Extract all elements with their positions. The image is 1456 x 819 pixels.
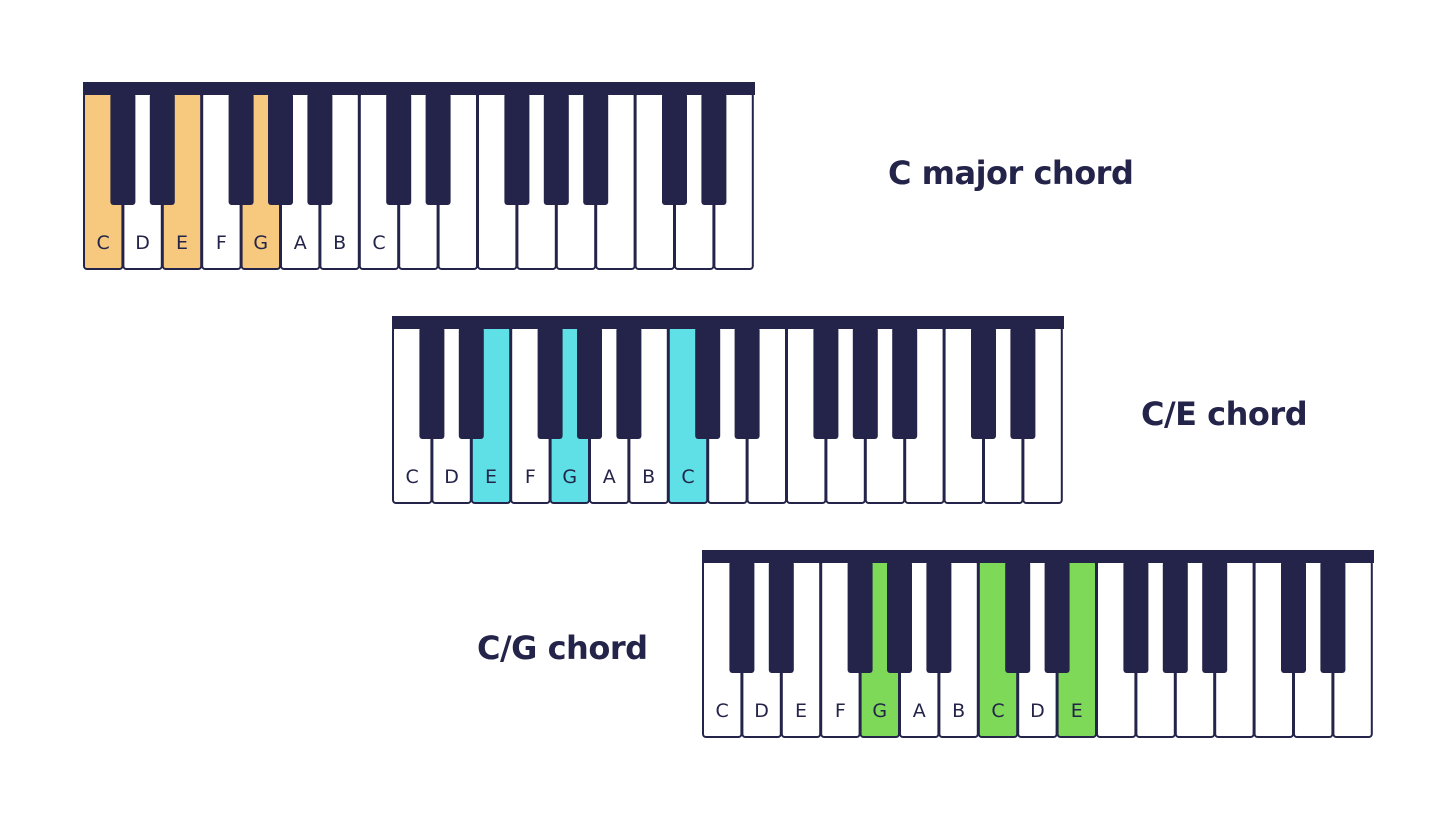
key-note-label: E: [795, 700, 807, 722]
key-note-label: G: [562, 466, 577, 488]
keyboard-top-bar: [702, 550, 1374, 563]
black-key: [583, 93, 609, 205]
key-note-label: E: [176, 232, 188, 254]
key-note-label: G: [872, 700, 887, 722]
black-key: [386, 93, 412, 205]
black-key: [1320, 561, 1346, 673]
black-key: [926, 561, 952, 673]
black-key: [892, 327, 918, 439]
black-key: [149, 93, 175, 205]
key-note-label: C: [716, 700, 729, 722]
key-note-label: D: [1030, 700, 1045, 722]
black-key: [543, 93, 569, 205]
key-note-label: B: [333, 232, 346, 254]
black-key: [1010, 327, 1036, 439]
key-note-label: F: [835, 700, 846, 722]
key-note-label: F: [525, 466, 536, 488]
key-note-label: F: [216, 232, 227, 254]
black-key: [768, 561, 794, 673]
black-key: [1162, 561, 1188, 673]
black-key: [1005, 561, 1031, 673]
black-key: [419, 327, 445, 439]
key-note-label: E: [1071, 700, 1083, 722]
black-key: [1123, 561, 1149, 673]
key-note-label: E: [485, 466, 497, 488]
black-key: [458, 327, 484, 439]
chord-label-c-major: C major chord: [888, 154, 1134, 192]
key-note-label: C: [406, 466, 419, 488]
black-key: [307, 93, 333, 205]
black-key: [662, 93, 687, 205]
keyboard-top-bar: [83, 82, 755, 95]
key-note-label: C: [372, 232, 385, 254]
black-key: [729, 561, 755, 673]
black-key: [813, 327, 839, 439]
key-note-label: B: [952, 700, 965, 722]
black-key: [695, 327, 721, 439]
key-note-label: B: [642, 466, 655, 488]
key-note-label: A: [913, 700, 926, 722]
black-key: [1202, 561, 1228, 673]
black-key: [1044, 561, 1070, 673]
chord-label-c-over-e: C/E chord: [1141, 395, 1308, 433]
black-key: [577, 327, 602, 439]
key-note-label: G: [253, 232, 268, 254]
black-key: [734, 327, 760, 439]
key-note-label: D: [754, 700, 769, 722]
black-key: [268, 93, 293, 205]
key-note-label: A: [294, 232, 307, 254]
key-note-label: C: [97, 232, 110, 254]
black-key: [228, 93, 254, 205]
black-key: [537, 327, 563, 439]
key-note-label: D: [135, 232, 150, 254]
key-note-label: C: [991, 700, 1004, 722]
chord-label-c-over-g: C/G chord: [477, 629, 648, 667]
key-note-label: C: [681, 466, 694, 488]
black-key: [504, 93, 530, 205]
black-key: [852, 327, 878, 439]
black-key: [1281, 561, 1306, 673]
black-key: [616, 327, 642, 439]
black-key: [847, 561, 873, 673]
black-key: [971, 327, 996, 439]
black-key: [110, 93, 136, 205]
black-key: [425, 93, 451, 205]
keyboard-top-bar: [392, 316, 1064, 329]
key-note-label: A: [603, 466, 616, 488]
key-note-label: D: [444, 466, 459, 488]
black-key: [701, 93, 727, 205]
black-key: [887, 561, 912, 673]
